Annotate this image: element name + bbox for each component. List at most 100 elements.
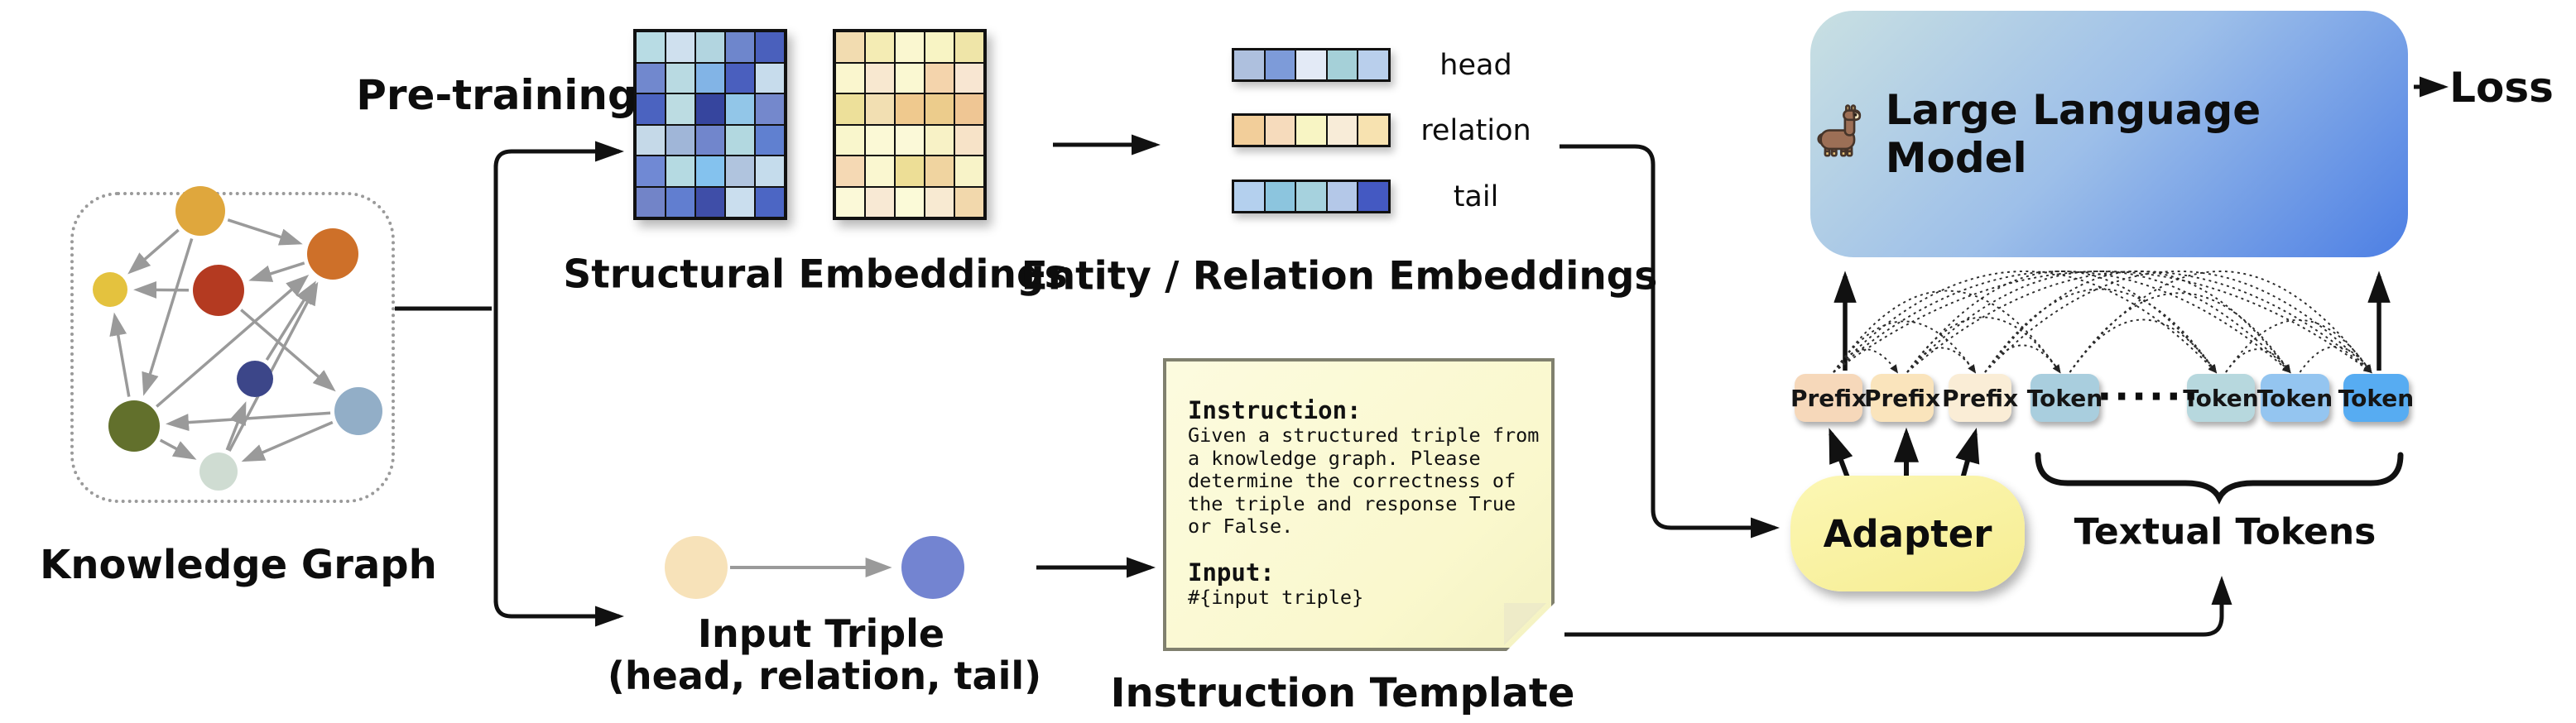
matrix-cell [865, 124, 895, 156]
matrix-cell [666, 62, 695, 93]
matrix-cell [865, 31, 895, 63]
note-instruction-header: Instruction: [1188, 396, 1362, 424]
matrix-cell [925, 156, 954, 187]
matrix-cell [925, 62, 954, 93]
matrix-cell [954, 186, 984, 218]
head-embedding-cell [1233, 50, 1265, 80]
matrix-cell [725, 156, 755, 187]
note-body-line: Given a structured triple from [1188, 424, 1540, 447]
adapter-box: Adapter [1790, 476, 2025, 591]
triple-tail-node [901, 536, 964, 599]
head-embedding-row [1232, 48, 1391, 82]
matrix-cell [695, 93, 725, 125]
matrix-cell [725, 93, 755, 125]
attention-arc [1833, 271, 2372, 374]
entity-relation-embeddings-label: Entity / Relation Embeddings [1021, 253, 1658, 299]
input-triple-sublabel: (head, relation, tail) [607, 654, 1042, 698]
token-token-box: Token [2027, 374, 2103, 422]
note-input-header: Input: [1188, 558, 1275, 587]
arrow-template-to-tokens [1564, 576, 2232, 637]
tail-label: tail [1453, 180, 1499, 213]
kg-node-orange [307, 228, 358, 280]
matrix-cell [695, 62, 725, 93]
matrix-cell [725, 31, 755, 63]
matrix-cell [954, 156, 984, 187]
kg-edge [156, 274, 310, 408]
matrix-cell [755, 124, 785, 156]
matrix-cell [954, 62, 984, 93]
kg-node-navy [237, 361, 273, 397]
head-embedding-cell [1295, 50, 1327, 80]
matrix-cell [666, 93, 695, 125]
structural-embedding-matrix-blue [633, 29, 787, 220]
matrix-cell [755, 62, 785, 93]
relation-embedding-cell [1326, 115, 1358, 146]
arrow-to-structural [493, 141, 624, 168]
matrix-cell [666, 31, 695, 63]
attention-arcs [1833, 271, 2372, 374]
matrix-cell [895, 62, 925, 93]
matrix-cell [925, 93, 954, 125]
matrix-cell [725, 124, 755, 156]
knowledge-graph-edges [109, 218, 336, 462]
matrix-cell [835, 156, 865, 187]
adapter-label: Adapter [1823, 511, 1992, 556]
attention-arc [1984, 288, 2217, 374]
pre-training-label: Pre-training [356, 71, 637, 119]
kg-node-olive [108, 400, 160, 452]
structural-embedding-matrix-yellow [833, 29, 987, 220]
kg-node-sage [199, 452, 238, 491]
attention-arc [1906, 271, 2372, 374]
structural-embeddings-label: Structural Embeddings [563, 251, 1068, 298]
kg-edge [127, 228, 180, 275]
matrix-cell [865, 186, 895, 218]
tail-embedding-cell [1264, 181, 1295, 212]
matrix-cell [895, 186, 925, 218]
matrix-cell [925, 124, 954, 156]
matrix-cell [695, 156, 725, 187]
relation-embedding-cell [1295, 115, 1327, 146]
kg-edge [241, 420, 334, 462]
token-token-box: Token [2338, 374, 2414, 422]
attention-arc [1833, 348, 1898, 374]
matrix-cell [725, 186, 755, 218]
note-body-line: a knowledge graph. Please [1188, 446, 1481, 470]
tail-embedding-cell [1233, 181, 1265, 212]
attention-arc [1833, 290, 2061, 374]
llm-title: Large Language Model [1885, 86, 2261, 182]
matrix-cell [954, 124, 984, 156]
kg-edge [265, 280, 316, 362]
input-triple-label: Input Triple [697, 611, 945, 656]
matrix-cell [666, 156, 695, 187]
matrix-cell [954, 31, 984, 63]
tail-embedding-row [1232, 180, 1391, 213]
kg-edge [166, 411, 331, 432]
kg-edge [240, 309, 336, 392]
token-ellipsis: ...... [2097, 364, 2201, 410]
kg-edge [109, 312, 131, 397]
matrix-cell [895, 124, 925, 156]
prefix-token-box: Prefix [1790, 374, 1867, 422]
relation-embedding-cell [1358, 115, 1389, 146]
attention-arc [2299, 346, 2372, 374]
kg-node-yellow [93, 272, 127, 307]
kg-edge [228, 281, 319, 452]
kg-edge [159, 438, 197, 460]
attention-arc [1906, 347, 1976, 374]
knowledge-graph-nodes [93, 186, 382, 491]
kg-edge [248, 261, 305, 282]
head-label: head [1439, 49, 1512, 82]
matrix-cell [666, 186, 695, 218]
knowledge-graph-label: Knowledge Graph [40, 542, 437, 588]
llama-icon [1817, 104, 1862, 157]
attention-arc [1906, 271, 2218, 374]
matrix-cell [835, 124, 865, 156]
prefix-token-box: Prefix [1942, 374, 2018, 422]
attention-arc [1984, 344, 2061, 374]
kg-node-red [193, 265, 244, 316]
matrix-cell [835, 186, 865, 218]
instruction-note: Instruction: Given a structured triple f… [1163, 358, 1555, 651]
matrix-cell [725, 62, 755, 93]
note-body-line: or False. [1188, 515, 1294, 538]
